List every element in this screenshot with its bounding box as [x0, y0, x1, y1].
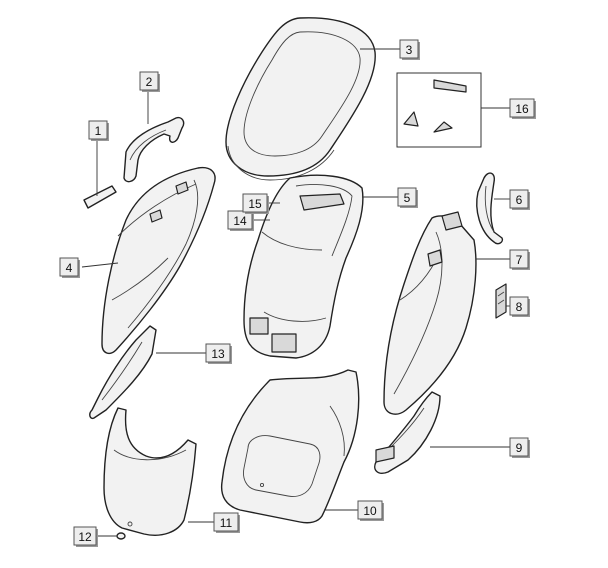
callout-6: 6	[509, 189, 530, 210]
callout-5-label: 5	[404, 191, 411, 205]
callout-1: 1	[88, 120, 109, 141]
callout-9: 9	[509, 437, 530, 458]
part-front-shield	[103, 407, 197, 536]
part-seat	[225, 17, 376, 181]
part-left-lower-bracket	[89, 325, 157, 420]
callout-14: 14	[227, 210, 254, 231]
callout-16-label: 16	[515, 102, 529, 116]
part-rear-handle	[476, 172, 504, 245]
callout-5: 5	[397, 187, 418, 208]
callout-12-label: 12	[78, 530, 92, 544]
callout-12: 12	[73, 526, 98, 547]
part-plug	[116, 532, 126, 540]
callout-1-label: 1	[95, 124, 102, 138]
part-grab-handle	[123, 116, 185, 183]
callout-3: 3	[399, 39, 420, 60]
callout-14-label: 14	[233, 214, 247, 228]
part-left-side-panel	[101, 166, 216, 355]
part-floor-cover	[220, 369, 360, 524]
callout-2: 2	[139, 71, 160, 92]
callout-6-label: 6	[516, 193, 523, 207]
callout-15-label: 15	[248, 197, 262, 211]
callout-7-label: 7	[516, 253, 523, 267]
leader-lines	[81, 48, 510, 537]
part-clip	[495, 283, 507, 319]
callout-2-label: 2	[146, 75, 153, 89]
part-trim-strip	[83, 185, 117, 209]
callout-7: 7	[509, 249, 530, 270]
callout-13-label: 13	[211, 347, 225, 361]
part-right-side-panel	[383, 211, 477, 415]
callout-4-label: 4	[66, 261, 73, 275]
callout-3-label: 3	[406, 43, 413, 57]
callout-15: 15	[242, 193, 269, 214]
callout-13: 13	[205, 343, 232, 364]
callout-4: 4	[59, 257, 80, 278]
callout-10: 10	[357, 500, 384, 521]
callout-8-label: 8	[516, 300, 523, 314]
callout-16: 16	[509, 98, 536, 119]
callout-11: 11	[213, 512, 240, 533]
callout-9-label: 9	[516, 441, 523, 455]
part-kit-box	[396, 72, 482, 148]
callout-11-label: 11	[220, 516, 233, 530]
callout-10-label: 10	[363, 504, 377, 518]
part-storage-compartment	[243, 174, 364, 359]
callout-8: 8	[509, 296, 530, 317]
part-right-lower-rail	[374, 391, 441, 474]
